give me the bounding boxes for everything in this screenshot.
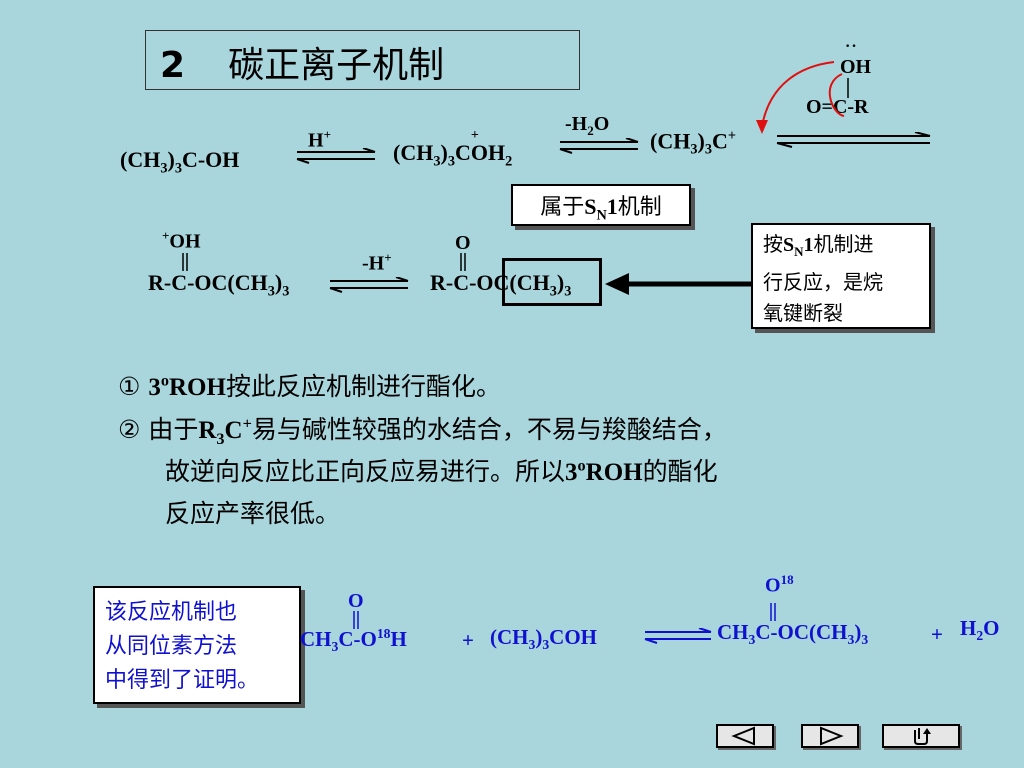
note-line-1: 按SN1机制进 [763, 232, 874, 259]
acid-bond-line [847, 78, 849, 98]
title-text: 碳正离子机制 [228, 45, 445, 86]
ester-top-o: O [455, 232, 471, 254]
note-box: 按SN1机制进 行反应，是烷 氧键断裂 [751, 223, 931, 329]
isotope-acid: CH3C-O18H [300, 626, 407, 655]
carbocation: (CH3)3C+ [650, 128, 737, 158]
equilibrium-arrow-4 [329, 277, 409, 293]
isotope-ester-top-o: O18 [765, 572, 794, 597]
sn1-label-box: 属于SN1机制 [511, 184, 691, 226]
isotope-alcohol: (CH3)3COH [490, 625, 597, 653]
isotope-plus-2: + [931, 622, 943, 646]
electron-arrows [756, 61, 845, 134]
protonated-ester: R-C-OC(CH3)3 [148, 270, 290, 300]
isotope-acid-double-bond [353, 611, 359, 629]
acid-backbone: O=C-R [806, 96, 869, 118]
isotope-plus-1: + [462, 628, 474, 652]
arrow2-label: -H2O [565, 113, 610, 138]
isotope-note-box: 该反应机制也 从同位素方法 中得到了证明。 [93, 586, 301, 704]
point-2-line-3: 反应产率很低。 [165, 499, 341, 528]
next-slide-button[interactable] [801, 724, 859, 748]
acid-oh: OH [840, 56, 872, 78]
isotope-ester: CH3C-OC(CH3)3 [717, 620, 869, 648]
note-line-3: 氧键断裂 [763, 301, 843, 325]
isotope-acid-top-o: O [348, 590, 364, 612]
protonated-ester-top: +OH [162, 228, 201, 253]
arrow3-label: -H+ [362, 250, 392, 275]
intermediate-oxonium: (CH3)3CO+H2 [393, 128, 513, 170]
isotope-ester-double-bond [770, 603, 776, 621]
equilibrium-arrow-1 [296, 148, 376, 164]
isotope-line-3: 中得到了证明。 [105, 668, 260, 693]
point-2-line-2: 故逆向反应比正向反应易进行。所以3oROH的酯化 [165, 456, 718, 486]
title-number: 2 [160, 45, 186, 86]
acid-lone-pair: ·· [845, 38, 858, 55]
return-arrow-icon [914, 728, 931, 745]
point-2-line-1: ② 由于R3C+易与碱性较强的水结合，不易与羧酸结合， [118, 414, 727, 448]
triangle-right-icon [820, 726, 844, 746]
ester-product: R-C-OC(CH3)3 [430, 270, 572, 300]
point-1: ① 3oROH按此反应机制进行酯化。 [118, 371, 501, 401]
title-box [145, 30, 580, 90]
isotope-water: H2O [960, 616, 1000, 644]
isotope-equilibrium-arrow [644, 628, 712, 644]
isotope-line-1: 该反应机制也 [105, 600, 238, 625]
arrow1-label: H+ [308, 127, 331, 152]
triangle-left-icon [731, 726, 755, 746]
note-line-2: 行反应，是烷 [763, 270, 883, 294]
pointer-arrow [605, 273, 753, 295]
page-title: 2 碳正离子机制 [160, 36, 444, 88]
equilibrium-arrow-2 [559, 138, 639, 154]
isotope-line-2: 从同位素方法 [105, 634, 238, 659]
reactant-tbutanol: (CH3)3C-OH [120, 147, 240, 177]
prev-slide-button[interactable] [716, 724, 774, 748]
equilibrium-arrow-3 [776, 132, 931, 148]
ester-highlight-box [502, 258, 602, 306]
protonated-ester-double-bond [182, 253, 188, 271]
ester-double-bond [460, 253, 466, 271]
return-button[interactable] [882, 724, 960, 748]
